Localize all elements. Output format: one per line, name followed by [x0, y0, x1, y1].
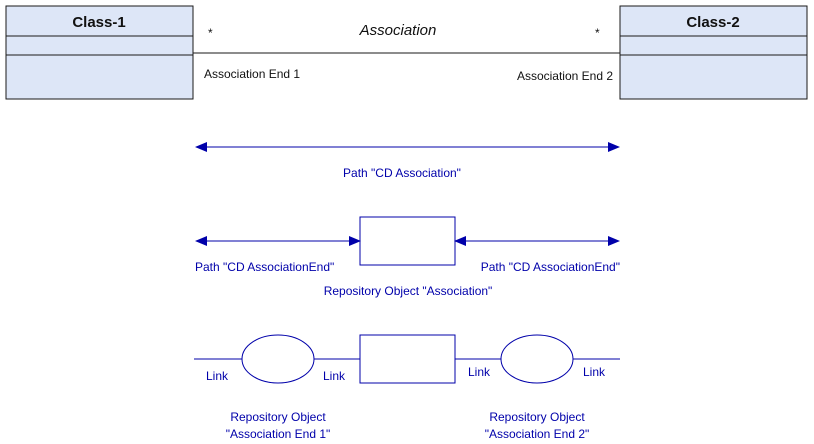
repository-association-box[interactable] [359, 216, 456, 266]
multiplicity-left: * [208, 26, 213, 40]
cd-association-end-right-label: Path "CD AssociationEnd" [481, 260, 620, 274]
association-name: Association [359, 22, 437, 39]
class-2-frame [619, 5, 808, 100]
link-label-1: Link [206, 369, 229, 383]
class-1-name: Class-1 [72, 14, 125, 31]
repository-end-2-label-line-1: Repository Object [489, 410, 585, 424]
class-2-box[interactable]: Class-2 [619, 5, 808, 100]
repository-end-2-ellipse[interactable] [500, 334, 574, 384]
class-2-name: Class-2 [686, 14, 739, 31]
repository-end-2-label-line-2: "Association End 2" [485, 427, 590, 441]
link-label-4: Link [583, 365, 606, 379]
repository-end-1-ellipse[interactable] [241, 334, 315, 384]
link-label-2: Link [323, 369, 346, 383]
cd-association-end-left-label: Path "CD AssociationEnd" [195, 260, 334, 274]
repository-end-1-label-line-1: Repository Object [230, 410, 326, 424]
class-1-box[interactable]: Class-1 [5, 5, 194, 100]
repository-association-box-2[interactable] [359, 334, 456, 384]
repository-association-label: Repository Object "Association" [324, 284, 493, 298]
class-1-frame [5, 5, 194, 100]
cd-association-path-label: Path "CD Association" [343, 166, 461, 180]
multiplicity-right: * [595, 26, 600, 40]
association-end-1-label: Association End 1 [204, 67, 300, 81]
link-label-3: Link [468, 365, 491, 379]
association-end-2-label: Association End 2 [517, 69, 613, 83]
repository-end-1-label-line-2: "Association End 1" [226, 427, 331, 441]
